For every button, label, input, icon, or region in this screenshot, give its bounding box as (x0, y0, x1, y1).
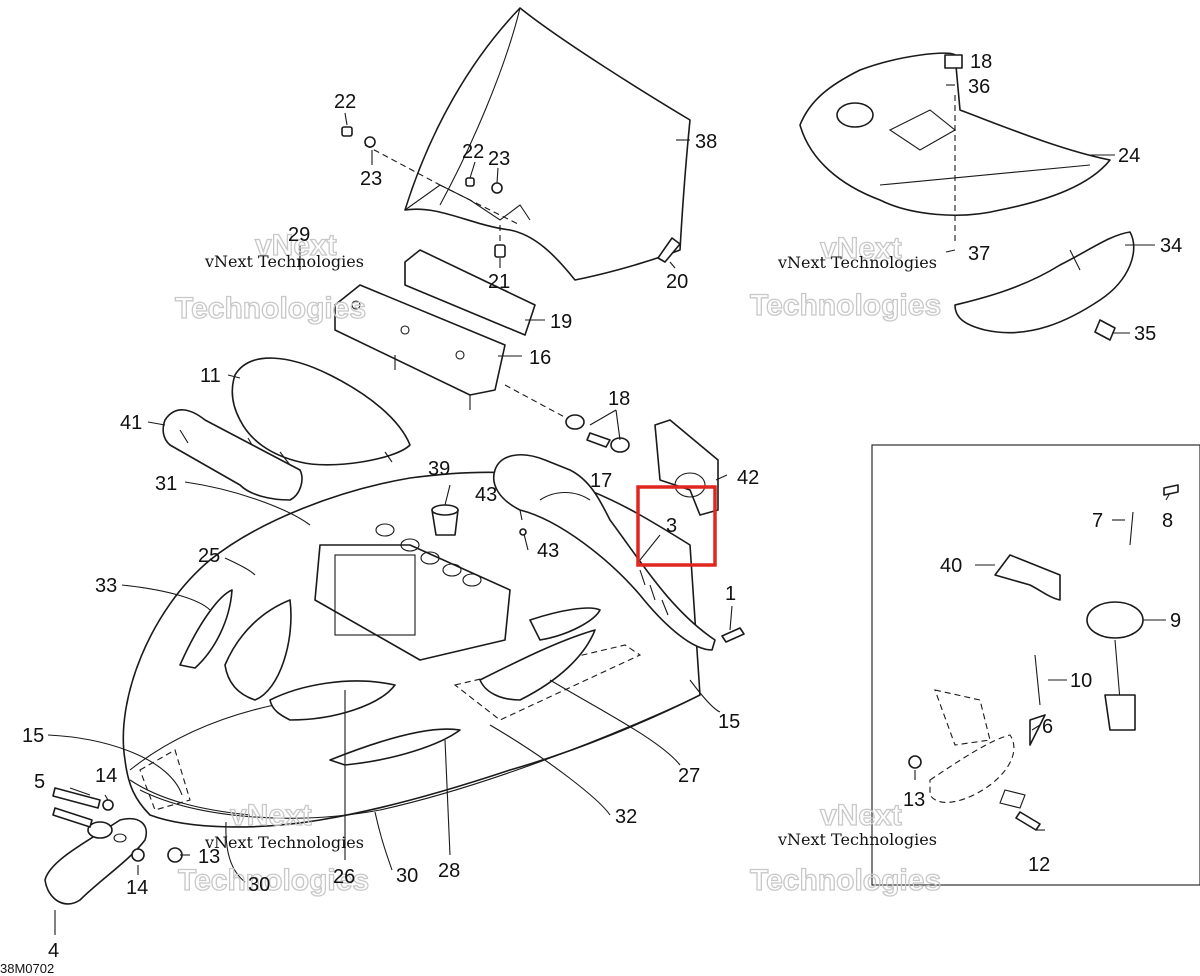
clip-18-top (944, 54, 963, 69)
callout-24: 24 (1118, 145, 1140, 167)
callout-43b: 43 (537, 540, 559, 562)
hood-louvers (179, 589, 601, 766)
callout-41: 41 (120, 412, 142, 434)
callout-9: 9 (1170, 610, 1181, 632)
callout-3: 3 (666, 515, 677, 537)
callout-17: 17 (590, 470, 612, 492)
callout-11: 11 (200, 365, 221, 387)
callout-31: 31 (155, 473, 177, 495)
highlight-box-part-3 (636, 485, 717, 567)
callout-39: 39 (428, 458, 450, 480)
callout-19: 19 (550, 311, 572, 333)
callout-21: 21 (488, 271, 510, 293)
callout-30a: 30 (248, 874, 270, 896)
watermark-bottom-right: vNext vNext Technologies Technologies (749, 798, 941, 897)
callout-22a: 22 (334, 91, 356, 113)
leader-lines (47, 84, 1171, 935)
callout-13a: 13 (198, 846, 220, 868)
callout-23a: 23 (360, 168, 382, 190)
callout-6: 6 (1042, 716, 1053, 738)
callout-34: 34 (1160, 235, 1182, 257)
callout-28: 28 (438, 860, 460, 882)
callout-10: 10 (1070, 670, 1092, 692)
callout-42: 42 (737, 467, 759, 489)
callout-27: 27 (678, 765, 700, 787)
cover-24 (799, 52, 1111, 216)
callout-36: 36 (968, 76, 990, 98)
callout-29: 29 (288, 224, 310, 246)
svg-text:vNext: vNext (230, 799, 312, 832)
callout-18a: 18 (608, 388, 630, 410)
callout-16: 16 (529, 347, 551, 369)
svg-text:vNext Technologies: vNext Technologies (204, 833, 364, 852)
callout-38: 38 (695, 131, 717, 153)
svg-text:Technologies: Technologies (750, 864, 941, 897)
callout-18b: 18 (970, 51, 992, 73)
grommet-39 (431, 504, 459, 536)
windshield (404, 7, 691, 281)
svg-text:vNext: vNext (820, 232, 902, 265)
svg-text:vNext: vNext (255, 229, 337, 262)
shield-34 (954, 231, 1135, 334)
callout-5: 5 (34, 771, 45, 793)
callout-35: 35 (1134, 323, 1156, 345)
svg-text:vNext Technologies: vNext Technologies (777, 830, 937, 849)
watermark-left: vNext vNext Technologies Technologies (174, 228, 366, 325)
part-3 (493, 454, 716, 651)
callout-30b: 30 (396, 865, 418, 887)
clip-20 (657, 237, 681, 263)
screw-35 (1094, 319, 1116, 341)
callout-14b: 14 (126, 877, 148, 899)
callout-40: 40 (940, 555, 962, 577)
grommets-18 (565, 414, 630, 453)
callout-15a: 15 (22, 725, 44, 747)
callout-12: 12 (1028, 854, 1050, 876)
callout-8: 8 (1162, 510, 1173, 532)
svg-text:vNext: vNext (820, 799, 902, 832)
callout-4: 4 (48, 940, 59, 962)
inset-parts (908, 484, 1179, 831)
screws-5 (52, 787, 114, 828)
callout-37: 37 (968, 243, 990, 265)
pad-11 (231, 357, 411, 466)
diagram-code: 38M0702 (0, 961, 54, 976)
callout-13b: 13 (903, 789, 925, 811)
screw-22-left (341, 126, 376, 148)
watermark-bottom-left: vNext vNext Technologies Technologies (177, 798, 369, 897)
callout-43a: 43 (475, 484, 497, 506)
svg-text:vNext Technologies: vNext Technologies (777, 253, 937, 272)
callout-23b: 23 (488, 148, 510, 170)
svg-text:Technologies: Technologies (750, 289, 941, 322)
bracket-4 (44, 818, 147, 905)
hood-recess (314, 544, 511, 661)
console-16 (334, 284, 506, 410)
callout-14a: 14 (95, 765, 117, 787)
callout-33: 33 (95, 575, 117, 597)
svg-text:vNext Technologies: vNext Technologies (204, 252, 364, 271)
hood-holes (375, 523, 482, 587)
callout-15b: 15 (718, 711, 740, 733)
screw-21 (494, 244, 506, 258)
panel-42 (654, 419, 719, 516)
svg-text:Technologies: Technologies (178, 864, 369, 897)
callout-7: 7 (1092, 510, 1103, 532)
svg-text:Technologies: Technologies (175, 292, 366, 325)
callout-26: 26 (333, 866, 355, 888)
watermark-right: vNext vNext Technologies Technologies (749, 231, 941, 322)
detail-inset-frame (871, 444, 1200, 886)
callout-labels: 1 3 4 5 6 7 8 9 10 11 12 13 13 14 14 15 … (22, 51, 1182, 962)
callout-25: 25 (198, 545, 220, 567)
callout-20: 20 (666, 271, 688, 293)
nuts-13-14-left (131, 847, 183, 863)
callout-32: 32 (615, 806, 637, 828)
fastener-1 (721, 627, 745, 643)
callout-1: 1 (725, 583, 736, 605)
callout-22b: 22 (462, 141, 484, 163)
pad-41 (162, 409, 303, 501)
